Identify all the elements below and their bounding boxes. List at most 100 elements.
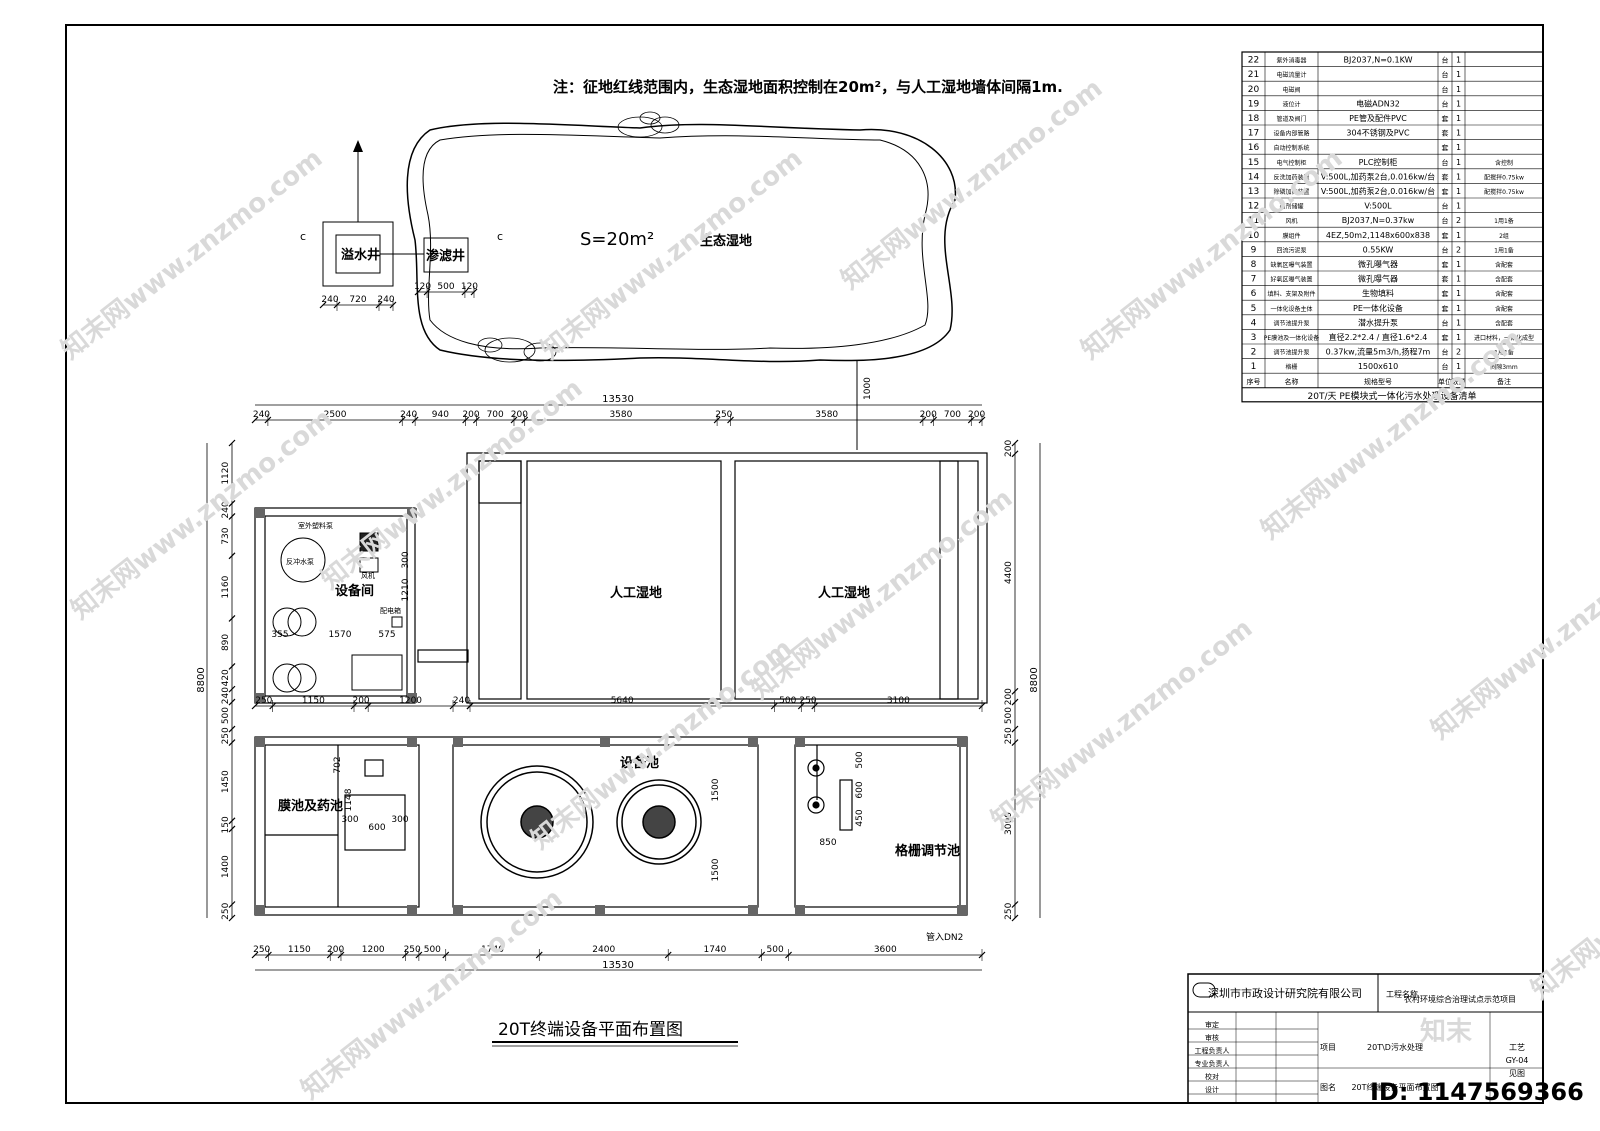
table-cell: 13	[1248, 187, 1259, 197]
section-mark-left: c	[300, 230, 306, 243]
dim-bottom-value: 1740	[703, 945, 726, 955]
dim-top-value: 700	[944, 410, 961, 420]
dim-tick	[228, 725, 236, 733]
table-cell: 12	[1248, 202, 1259, 212]
table-cell: 电磁阀	[1282, 86, 1300, 94]
equipment-tank-units	[480, 765, 702, 879]
table-cell: 除磷加药装置	[1273, 188, 1309, 196]
tb-specialty: 工艺	[1509, 1043, 1525, 1052]
tb-role: 设计	[1205, 1085, 1219, 1094]
tb-role: 审核	[1205, 1033, 1219, 1042]
table-cell: 4	[1251, 318, 1257, 328]
title-block-frame	[1187, 973, 1544, 1104]
table-cell: 2	[1251, 348, 1257, 358]
equip-item-2: 风机	[361, 571, 375, 580]
table-cell: 1	[1456, 304, 1461, 313]
table-cell: 膜组件	[1282, 232, 1300, 240]
dim-top-value: 240	[253, 410, 270, 420]
dim-left-value: 1160	[221, 575, 231, 598]
table-cell: 风机	[1285, 217, 1297, 225]
overflow-well-label: 溢水井	[341, 247, 380, 263]
dim-room-row-value: 200	[352, 696, 369, 706]
wetland-area-label: S=20m²	[580, 229, 654, 250]
dim-tick	[228, 512, 236, 520]
dim-grid: 600	[855, 781, 865, 798]
table-cell: 台	[1442, 85, 1449, 94]
dim-left-total: 8800	[196, 667, 207, 692]
dim-tick	[228, 685, 236, 693]
dim-well-value: 240	[321, 295, 338, 305]
dim-top-value: 3580	[609, 410, 632, 420]
table-cell: 1	[1456, 187, 1461, 196]
dim-tick	[228, 615, 236, 622]
table-cell: 2	[1456, 348, 1461, 357]
dim-room-row-value: 250	[255, 696, 272, 706]
dim-right-value: 250	[1004, 902, 1014, 919]
dim-tick	[1011, 450, 1019, 458]
dim-room-inner: 300	[401, 551, 411, 568]
table-cell: 6	[1251, 289, 1257, 299]
wetland-left-label: 人工湿地	[610, 585, 662, 601]
wetland-gap-dim: 1000	[863, 377, 873, 400]
table-cell: 套	[1442, 289, 1449, 298]
plan-structure	[254, 452, 988, 916]
rock-clusters	[477, 111, 680, 363]
dim-tick	[1011, 914, 1019, 922]
drawing-name: 20T终端设备平面布置图	[1351, 1082, 1438, 1092]
table-cell: 5	[1251, 304, 1257, 314]
table-cell: 一体化设备主体	[1270, 305, 1312, 313]
table-caption: 20T/天 PE模块式一体化污水处理设备清单	[1308, 390, 1477, 402]
dim-left-value: 240	[221, 501, 231, 518]
table-header-cell: 单位	[1438, 377, 1452, 386]
table-cell: 8	[1251, 260, 1257, 270]
dim-seep-value: 500	[437, 282, 454, 292]
table-cell: 直径2.2*2.4 / 直径1.6*2.4	[1329, 332, 1428, 342]
dim-tick	[228, 698, 236, 706]
table-cell: 台	[1442, 56, 1449, 65]
table-cell: V:500L,加药泵2台,0.016kw/台	[1321, 186, 1435, 196]
dim-bottom-value: 1200	[362, 945, 385, 955]
watermark-logo: 知末	[1420, 1017, 1473, 1047]
membrane-tank-label: 膜池及药池	[278, 798, 343, 814]
watermark-text: 知末网www.znzmo.com	[986, 613, 1258, 835]
table-cell: 微孔曝气器	[1358, 259, 1398, 269]
table-cell: 1	[1456, 318, 1461, 327]
dim-tick	[1011, 725, 1019, 733]
table-cell: 套	[1442, 172, 1449, 181]
dim-tick	[228, 552, 236, 560]
dim-right-value: 500	[1004, 707, 1014, 724]
watermark-text: 知末网www.znzmo.com	[1256, 323, 1528, 545]
section-mark-right: c	[497, 230, 503, 243]
dim-tick	[228, 914, 236, 922]
dim-tick	[414, 288, 422, 296]
watermark-text: 知末网www.znzmo.com	[1076, 143, 1348, 365]
dim-membrane: 600	[368, 823, 385, 833]
watermark-text: 知末网www.znzmo.com	[536, 143, 808, 365]
table-cell: 间隙3mm	[1490, 363, 1518, 371]
watermark-text: 知末网www.znzmo.com	[836, 73, 1108, 295]
dim-left-value: 250	[221, 902, 231, 919]
dim-room-row-value: 1200	[399, 696, 422, 706]
dim-top-value: 200	[462, 410, 479, 420]
dim-top-value: 240	[400, 410, 417, 420]
item-label: 项目	[1320, 1043, 1336, 1052]
table-cell: 10	[1248, 231, 1260, 241]
watermark-text: 知末网www.znzmo.com	[296, 883, 568, 1105]
dim-top-value: 940	[432, 410, 449, 420]
table-cell: 自动控制系统	[1273, 144, 1309, 152]
dim-tick	[1011, 739, 1019, 746]
dim-tick	[228, 500, 236, 507]
dim-top-value: 250	[715, 410, 732, 420]
drawing-title: 20T终端设备平面布置图	[498, 1020, 683, 1040]
table-cell: 电磁ADN32	[1356, 98, 1400, 108]
table-cell: 好氧区曝气装置	[1270, 276, 1312, 284]
table-cell: 调节池提升泵	[1273, 349, 1309, 357]
dim-top-value: 200	[968, 410, 985, 420]
table-cell: 台	[1442, 362, 1449, 371]
table-cell: 电磁流量计	[1276, 71, 1306, 79]
dim-wetland-row-value: 3100	[887, 696, 910, 706]
